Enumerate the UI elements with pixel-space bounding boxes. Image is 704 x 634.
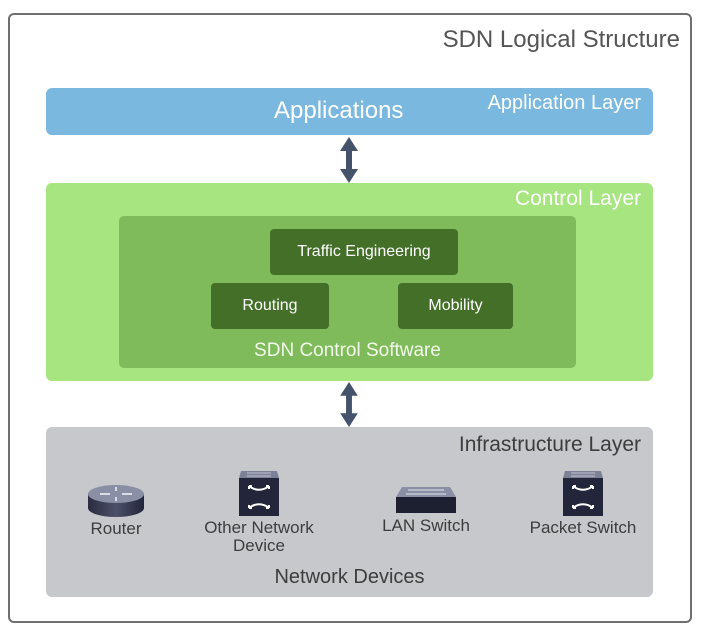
device-label: Router: [90, 519, 142, 538]
device-label: LAN Switch: [382, 516, 470, 535]
control-layer-label: Control Layer: [514, 187, 641, 210]
module-traffic-engineering: Traffic Engineering: [270, 229, 458, 275]
diagram-title: SDN Logical Structure: [442, 26, 680, 53]
module-mobility: Mobility: [398, 283, 513, 329]
device-router: Router: [76, 482, 156, 538]
application-layer: Applications Application Layer: [46, 88, 653, 135]
control-layer: Control Layer Traffic Engineering Routin…: [46, 183, 653, 381]
device-label: Packet Switch: [529, 518, 637, 537]
application-layer-label: Application Layer: [487, 92, 641, 114]
device-lan-switch: LAN Switch: [371, 485, 481, 535]
applications-label: Applications: [274, 97, 404, 124]
device-packet-switch: Packet Switch: [513, 469, 653, 537]
lan-switch-icon: [396, 487, 456, 513]
bidirectional-arrow-icon: [340, 137, 358, 183]
device-label: Other Network Device: [204, 518, 314, 555]
bidirectional-arrow-icon: [340, 382, 358, 427]
network-device-icon: [239, 471, 279, 516]
infrastructure-layer: Infrastructure Layer Router: [46, 427, 653, 597]
sdn-control-software-label: SDN Control Software: [254, 340, 441, 361]
packet-switch-icon: [563, 471, 603, 516]
network-devices-caption: Network Devices: [274, 566, 425, 588]
module-routing: Routing: [211, 283, 329, 329]
sdn-control-software: Traffic Engineering Routing Mobility SDN…: [119, 216, 576, 368]
device-other-network-device: Other Network Device: [184, 469, 334, 555]
router-icon: [88, 485, 144, 517]
infrastructure-layer-label: Infrastructure Layer: [458, 433, 641, 456]
